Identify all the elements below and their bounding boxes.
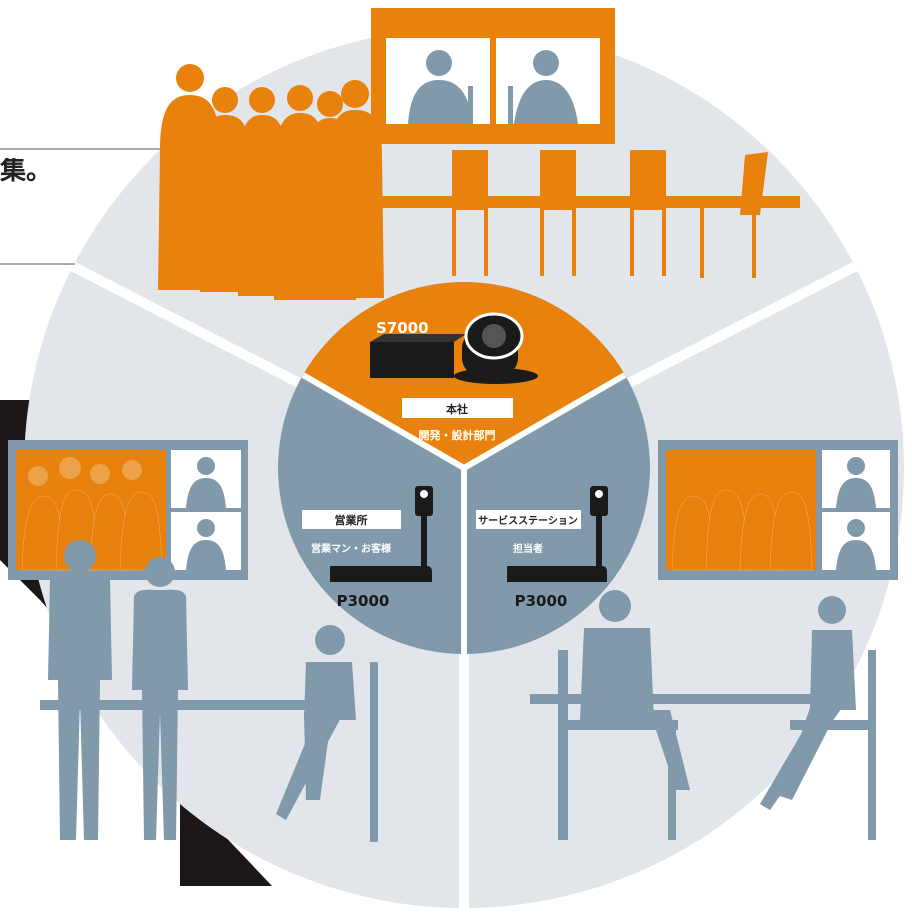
service-location-box (476, 510, 581, 529)
hq-scene (158, 8, 800, 300)
sales-office-scene (8, 440, 378, 842)
sales-location-label: 営業所 (335, 513, 368, 527)
heading-fragment: 集。 (0, 158, 53, 184)
service-location-label: サービスステーション (478, 514, 578, 527)
service-participants-label: 担当者 (513, 542, 543, 555)
s7000-device-icon (370, 312, 538, 384)
center-hub: S7000 本社 開発・設計部門 営業所 営業マン・お客様 P3000 サービス… (278, 282, 650, 654)
hq-device-model: S7000 (376, 319, 429, 337)
hq-location-label: 本社 (446, 402, 468, 416)
service-p3000-device-icon (507, 486, 608, 582)
hq-department-label: 開発・設計部門 (419, 428, 496, 442)
sales-participants-label: 営業マン・お客様 (311, 542, 392, 555)
service-station-scene (530, 440, 898, 840)
hq-location-box (402, 398, 513, 418)
service-device-model: P3000 (515, 592, 568, 610)
sales-device-model: P3000 (337, 592, 390, 610)
sales-location-box (302, 510, 401, 529)
sales-p3000-device-icon (330, 486, 433, 582)
